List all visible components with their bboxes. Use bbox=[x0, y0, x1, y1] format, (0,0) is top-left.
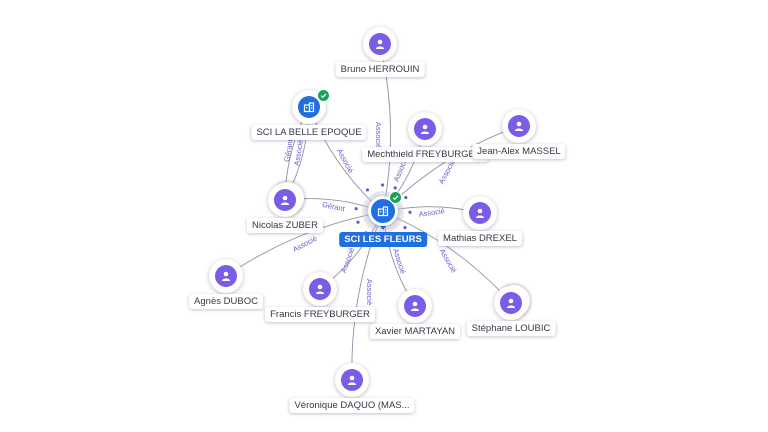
node-label[interactable]: Mathias DREXEL bbox=[438, 231, 522, 246]
edge-arrow bbox=[403, 226, 407, 230]
person-icon bbox=[469, 202, 491, 224]
edge-arrow bbox=[393, 186, 397, 190]
node-label[interactable]: Stéphane LOUBIC bbox=[466, 321, 556, 336]
edge-arrow bbox=[404, 195, 408, 200]
person-node-disc[interactable] bbox=[335, 363, 369, 397]
edge-label: Associé bbox=[438, 247, 459, 274]
edge-label: Gérant bbox=[321, 200, 346, 214]
edge-arrow bbox=[365, 188, 370, 192]
person-icon bbox=[274, 189, 296, 211]
edge-label: Associé bbox=[291, 234, 318, 254]
edge-arrow bbox=[380, 183, 385, 187]
person-icon bbox=[309, 278, 331, 300]
building-icon bbox=[298, 96, 320, 118]
edge-label: Gérant bbox=[282, 138, 295, 163]
person-node-disc[interactable] bbox=[494, 286, 528, 320]
person-icon bbox=[508, 115, 530, 137]
node-label[interactable]: Véronique DAQUO (MAS... bbox=[289, 398, 415, 413]
edge-label: Associé bbox=[292, 139, 305, 166]
node-label[interactable]: Bruno HERROUIN bbox=[335, 62, 425, 77]
edge-arrow bbox=[354, 207, 358, 211]
edge-label: Associé bbox=[335, 147, 355, 174]
person-node-disc[interactable] bbox=[303, 272, 337, 306]
edge-label: Associé bbox=[418, 206, 445, 219]
edge-daquo-center bbox=[351, 211, 384, 381]
verified-check-icon bbox=[389, 191, 402, 204]
edge-label: Associé bbox=[437, 158, 457, 185]
node-label[interactable]: Francis FREYBURGER bbox=[265, 307, 375, 322]
edge-label: Associé bbox=[365, 279, 374, 305]
node-label[interactable]: Xavier MARTAYAN bbox=[369, 324, 461, 339]
building-icon[interactable] bbox=[368, 196, 398, 226]
node-label[interactable]: Agnès DUBOC bbox=[189, 294, 263, 309]
node-label[interactable]: Nicolas ZUBER bbox=[247, 218, 323, 233]
center-node-label[interactable]: SCI LES FLEURS bbox=[339, 232, 427, 247]
person-node-disc[interactable] bbox=[408, 112, 442, 146]
person-icon bbox=[414, 118, 436, 140]
person-icon bbox=[215, 265, 237, 287]
person-node-disc[interactable] bbox=[209, 259, 243, 293]
node-label[interactable]: Mechthield FREYBURGE... bbox=[362, 147, 488, 162]
person-icon bbox=[341, 369, 363, 391]
person-node-disc[interactable] bbox=[363, 27, 397, 61]
person-icon bbox=[404, 295, 426, 317]
edge-duboc-center bbox=[225, 211, 384, 277]
company-node-disc[interactable] bbox=[292, 90, 326, 124]
edge-label: Associé bbox=[374, 122, 383, 148]
map-pin-tip bbox=[377, 222, 389, 230]
person-node-disc[interactable] bbox=[463, 196, 497, 230]
edge-loubic-center bbox=[382, 211, 512, 304]
edge-label: Associé bbox=[339, 246, 356, 274]
person-node-disc[interactable] bbox=[398, 289, 432, 323]
person-node-disc[interactable] bbox=[502, 109, 536, 143]
person-icon bbox=[369, 33, 391, 55]
node-label[interactable]: SCI LA BELLE EPOQUE bbox=[251, 125, 367, 140]
edge-arrow bbox=[356, 220, 360, 224]
verified-check-icon bbox=[317, 89, 330, 102]
person-icon bbox=[500, 292, 522, 314]
person-node-disc[interactable] bbox=[268, 183, 302, 217]
node-label[interactable]: Jean-Alex MASSEL bbox=[472, 144, 566, 159]
edge-arrow bbox=[408, 210, 412, 214]
